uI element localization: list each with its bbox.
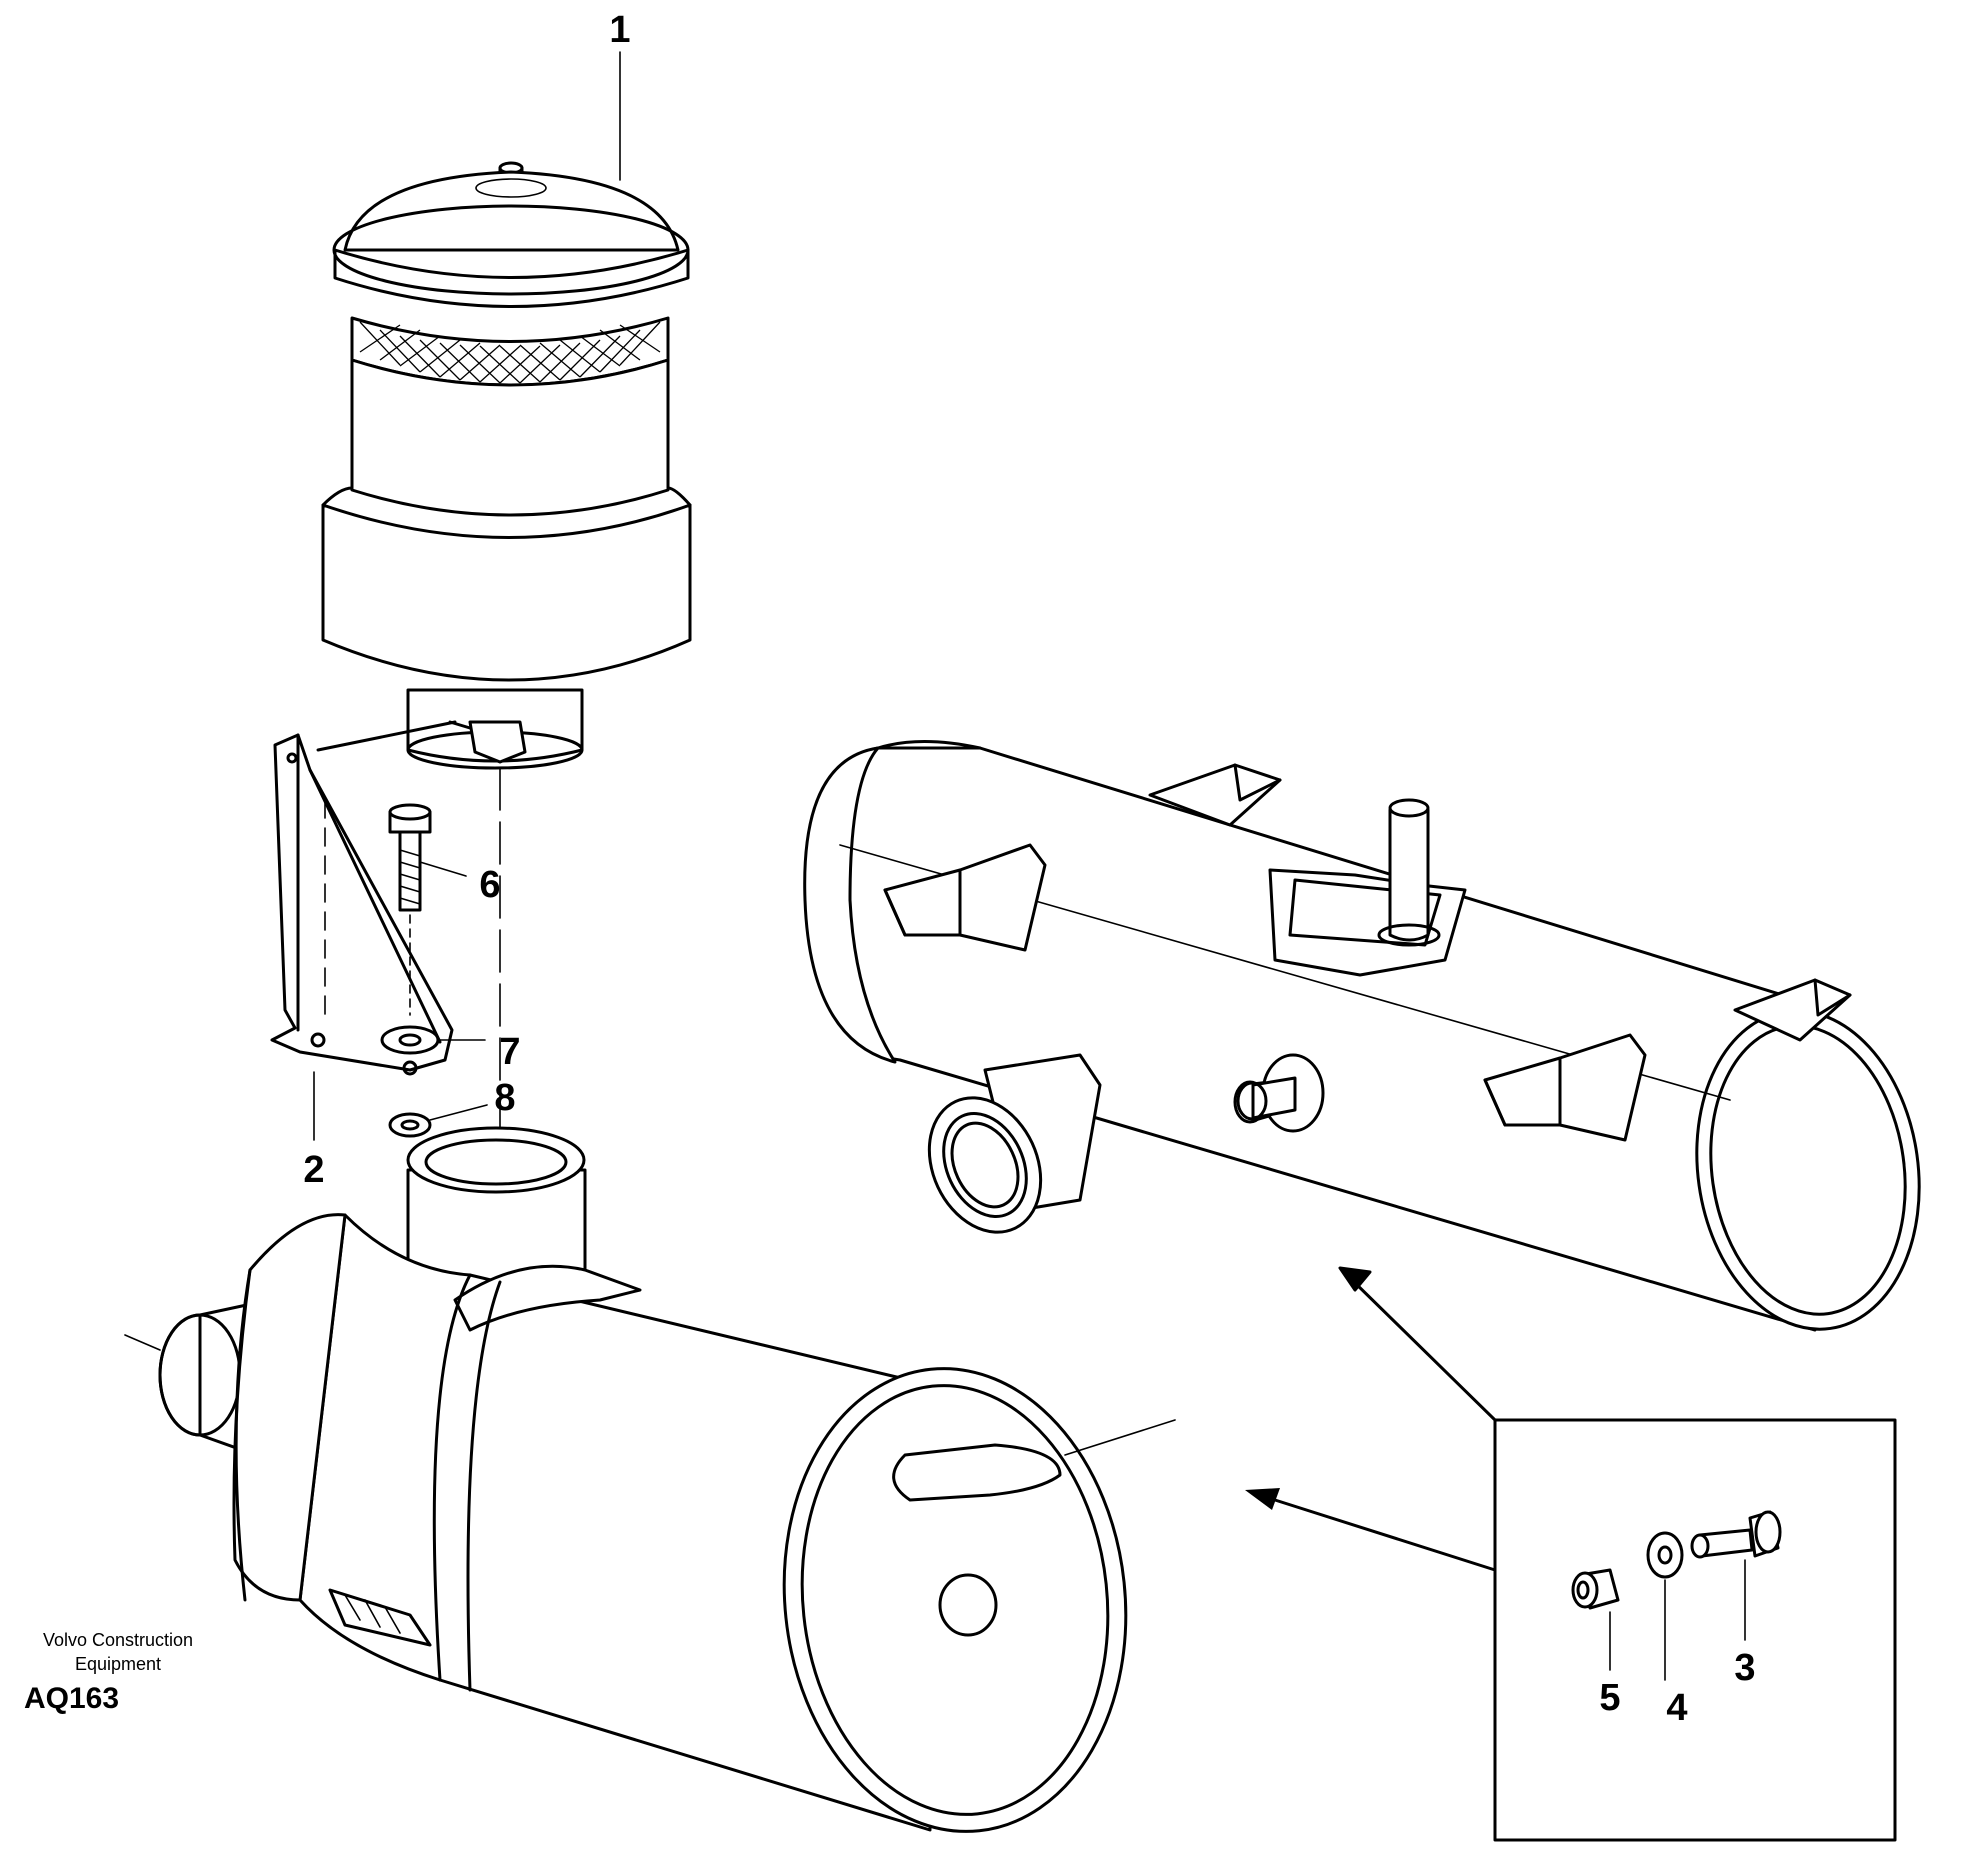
callout-4: 4 bbox=[1666, 1687, 1687, 1729]
mounting-bracket bbox=[270, 720, 457, 1076]
callout-2: 2 bbox=[303, 1149, 324, 1191]
callout-7: 7 bbox=[499, 1031, 520, 1073]
publisher-line-1: Volvo Construction bbox=[43, 1630, 193, 1650]
publisher-line-2: Equipment bbox=[75, 1654, 161, 1674]
detail-inset bbox=[1245, 1418, 1897, 1842]
callout-3: 3 bbox=[1734, 1647, 1755, 1689]
callout-8: 8 bbox=[494, 1077, 515, 1119]
drawing-code: AQ163 bbox=[24, 1682, 119, 1715]
callout-1: 1 bbox=[609, 9, 630, 51]
silencer-lower bbox=[124, 1126, 1176, 1833]
bolt-and-washers bbox=[380, 767, 501, 1166]
leader-lines bbox=[313, 51, 621, 1141]
muffler bbox=[803, 740, 1921, 1422]
callout-5: 5 bbox=[1599, 1677, 1620, 1719]
air-filter-assembly bbox=[321, 161, 692, 770]
callout-6: 6 bbox=[479, 864, 500, 906]
